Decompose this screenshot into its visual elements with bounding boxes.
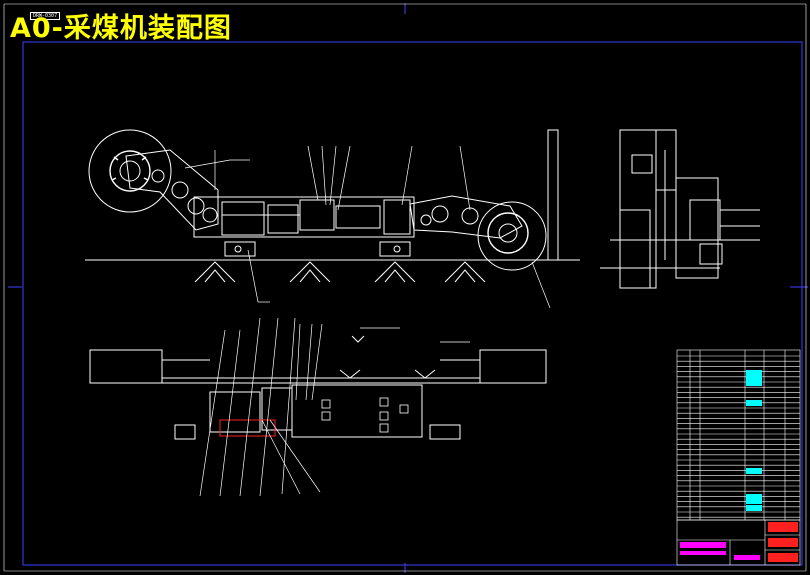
drawing-tag: DRW-0307 — [30, 12, 61, 20]
side-view — [600, 129, 760, 289]
outer-border — [3, 3, 807, 572]
left-drum — [88, 129, 172, 213]
sheet-frame — [8, 3, 808, 573]
right-ranging-arm — [409, 195, 523, 239]
front-view — [85, 129, 580, 309]
plan-view — [89, 317, 547, 497]
left-ranging-arm — [125, 149, 219, 231]
parts-list-table — [676, 349, 801, 521]
shoe-supports — [194, 261, 486, 283]
right-drum — [477, 201, 547, 271]
machine-body — [193, 196, 415, 238]
title-block — [676, 519, 801, 566]
drawing-title: A0-采煤机装配图 — [10, 13, 232, 44]
